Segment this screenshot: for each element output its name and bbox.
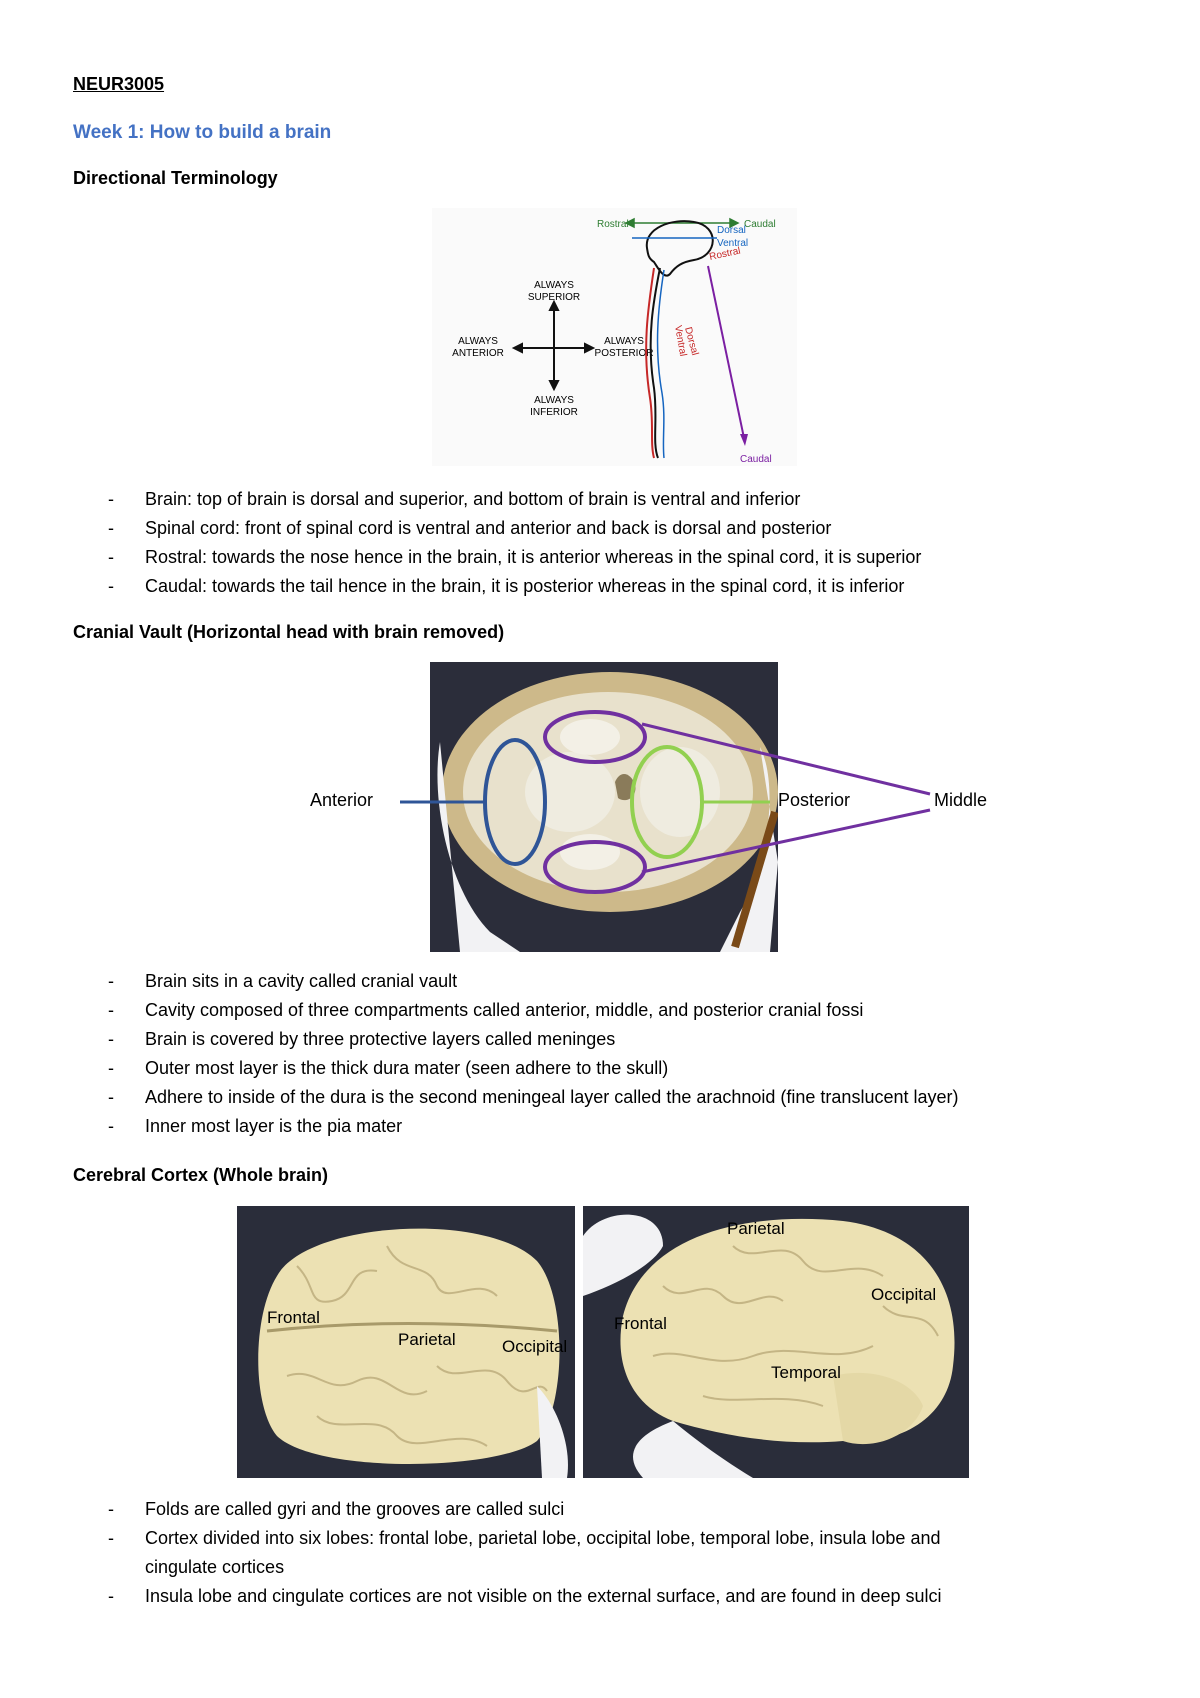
middle-pointer-line-top bbox=[641, 722, 931, 796]
label-middle-fossa: Middle bbox=[934, 790, 988, 810]
anatomical-cross bbox=[511, 299, 596, 392]
rostral-caudal-arrow bbox=[624, 217, 740, 229]
label-inferior: INFERIOR bbox=[530, 407, 578, 418]
label-always-superior-1: ALWAYS bbox=[534, 280, 574, 291]
middle-pointer-line-bottom bbox=[641, 808, 931, 874]
directional-terminology-diagram: ALWAYS SUPERIOR ALWAYS ANTERIOR ALWAYS P… bbox=[432, 208, 797, 466]
label-caudal-top: Caudal bbox=[744, 219, 776, 230]
middle-fossa-circle-bottom bbox=[543, 840, 647, 894]
label-right-temporal: Temporal bbox=[771, 1363, 841, 1382]
glove-left bbox=[437, 742, 520, 952]
course-code: NEUR3005 bbox=[73, 74, 165, 94]
glove-right-brain1 bbox=[537, 1386, 568, 1478]
label-left-occipital: Occipital bbox=[502, 1337, 568, 1356]
list-item: -Folds are called gyri and the grooves a… bbox=[108, 1499, 565, 1519]
label-superior: SUPERIOR bbox=[528, 292, 580, 303]
glove-right bbox=[720, 747, 778, 952]
brain-lateral-view-photo bbox=[583, 1206, 969, 1478]
probe bbox=[731, 810, 778, 949]
label-right-occipital: Occipital bbox=[871, 1285, 937, 1304]
list-item: -Spinal cord: front of spinal cord is ve… bbox=[108, 518, 832, 538]
label-anterior-fossa: Anterior bbox=[310, 790, 374, 810]
list-item: -Brain is covered by three protective la… bbox=[108, 1029, 616, 1049]
arrow-up-icon bbox=[548, 299, 560, 311]
label-posterior-fossa: Posterior bbox=[778, 790, 851, 810]
glove-top-left-brain2 bbox=[583, 1214, 663, 1296]
section-heading-directional: Directional Terminology bbox=[73, 168, 278, 188]
list-item: -Caudal: towards the tail hence in the b… bbox=[108, 576, 905, 596]
cranial-vault-photo bbox=[430, 662, 778, 952]
list-item: -Insula lobe and cingulate cortices are … bbox=[108, 1586, 942, 1606]
week-title: Week 1: How to build a brain bbox=[73, 122, 332, 143]
label-right-parietal: Parietal bbox=[727, 1219, 785, 1238]
label-caudal-bottom: Caudal bbox=[740, 454, 772, 465]
list-item: -Outer most layer is the thick dura mate… bbox=[108, 1058, 669, 1078]
list-item: -Inner most layer is the pia mater bbox=[108, 1116, 403, 1136]
list-item: -Adhere to inside of the dura is the sec… bbox=[108, 1087, 959, 1107]
list-item: -Cortex divided into six lobes: frontal … bbox=[108, 1528, 941, 1548]
arrow-down-purple-icon bbox=[740, 434, 748, 446]
list-item: -Rostral: towards the nose hence in the … bbox=[108, 547, 922, 567]
dorsal-line bbox=[656, 269, 665, 459]
label-ventral-vertical: Ventral bbox=[672, 325, 688, 358]
list-item: -Cavity composed of three compartments c… bbox=[108, 1000, 864, 1020]
list-item: cingulate cortices bbox=[145, 1557, 285, 1577]
label-dorsal: Dorsal bbox=[717, 225, 746, 236]
section-heading-cranial: Cranial Vault (Horizontal head with brai… bbox=[73, 622, 505, 642]
brain-spinal-cord-outline bbox=[645, 220, 714, 459]
label-left-frontal: Frontal bbox=[267, 1308, 320, 1327]
list-item: -Brain: top of brain is dorsal and super… bbox=[108, 489, 801, 509]
list-item: -Brain sits in a cavity called cranial v… bbox=[108, 971, 458, 991]
diagram-background bbox=[432, 208, 797, 466]
glove-bottom-brain2 bbox=[633, 1421, 753, 1478]
label-left-parietal: Parietal bbox=[398, 1330, 456, 1349]
section-heading-cortex: Cerebral Cortex (Whole brain) bbox=[73, 1165, 329, 1185]
label-ventral: Ventral bbox=[717, 238, 748, 249]
arrow-right-icon bbox=[584, 342, 596, 354]
ventral-line bbox=[645, 267, 655, 459]
label-always-anterior-1: ALWAYS bbox=[458, 336, 498, 347]
label-posterior: POSTERIOR bbox=[595, 348, 654, 359]
arrow-down-icon bbox=[548, 380, 560, 392]
directional-bullets: -Brain: top of brain is dorsal and super… bbox=[108, 485, 921, 601]
middle-fossa-circle-top bbox=[543, 710, 647, 764]
brain-top-view-photo bbox=[237, 1206, 575, 1478]
cranial-bullets: -Brain sits in a cavity called cranial v… bbox=[108, 967, 958, 1141]
cranial-vault-annotation-lines bbox=[400, 722, 931, 874]
arrow-left-icon bbox=[511, 342, 523, 354]
label-always-inferior-1: ALWAYS bbox=[534, 395, 574, 406]
cortex-bullets: -Folds are called gyri and the grooves a… bbox=[108, 1495, 942, 1611]
label-right-frontal: Frontal bbox=[614, 1314, 667, 1333]
label-always-posterior-1: ALWAYS bbox=[604, 336, 644, 347]
rostral-caudal-purple-line bbox=[707, 265, 745, 439]
label-rostral-top: Rostral bbox=[597, 219, 629, 230]
label-anterior: ANTERIOR bbox=[452, 348, 504, 359]
